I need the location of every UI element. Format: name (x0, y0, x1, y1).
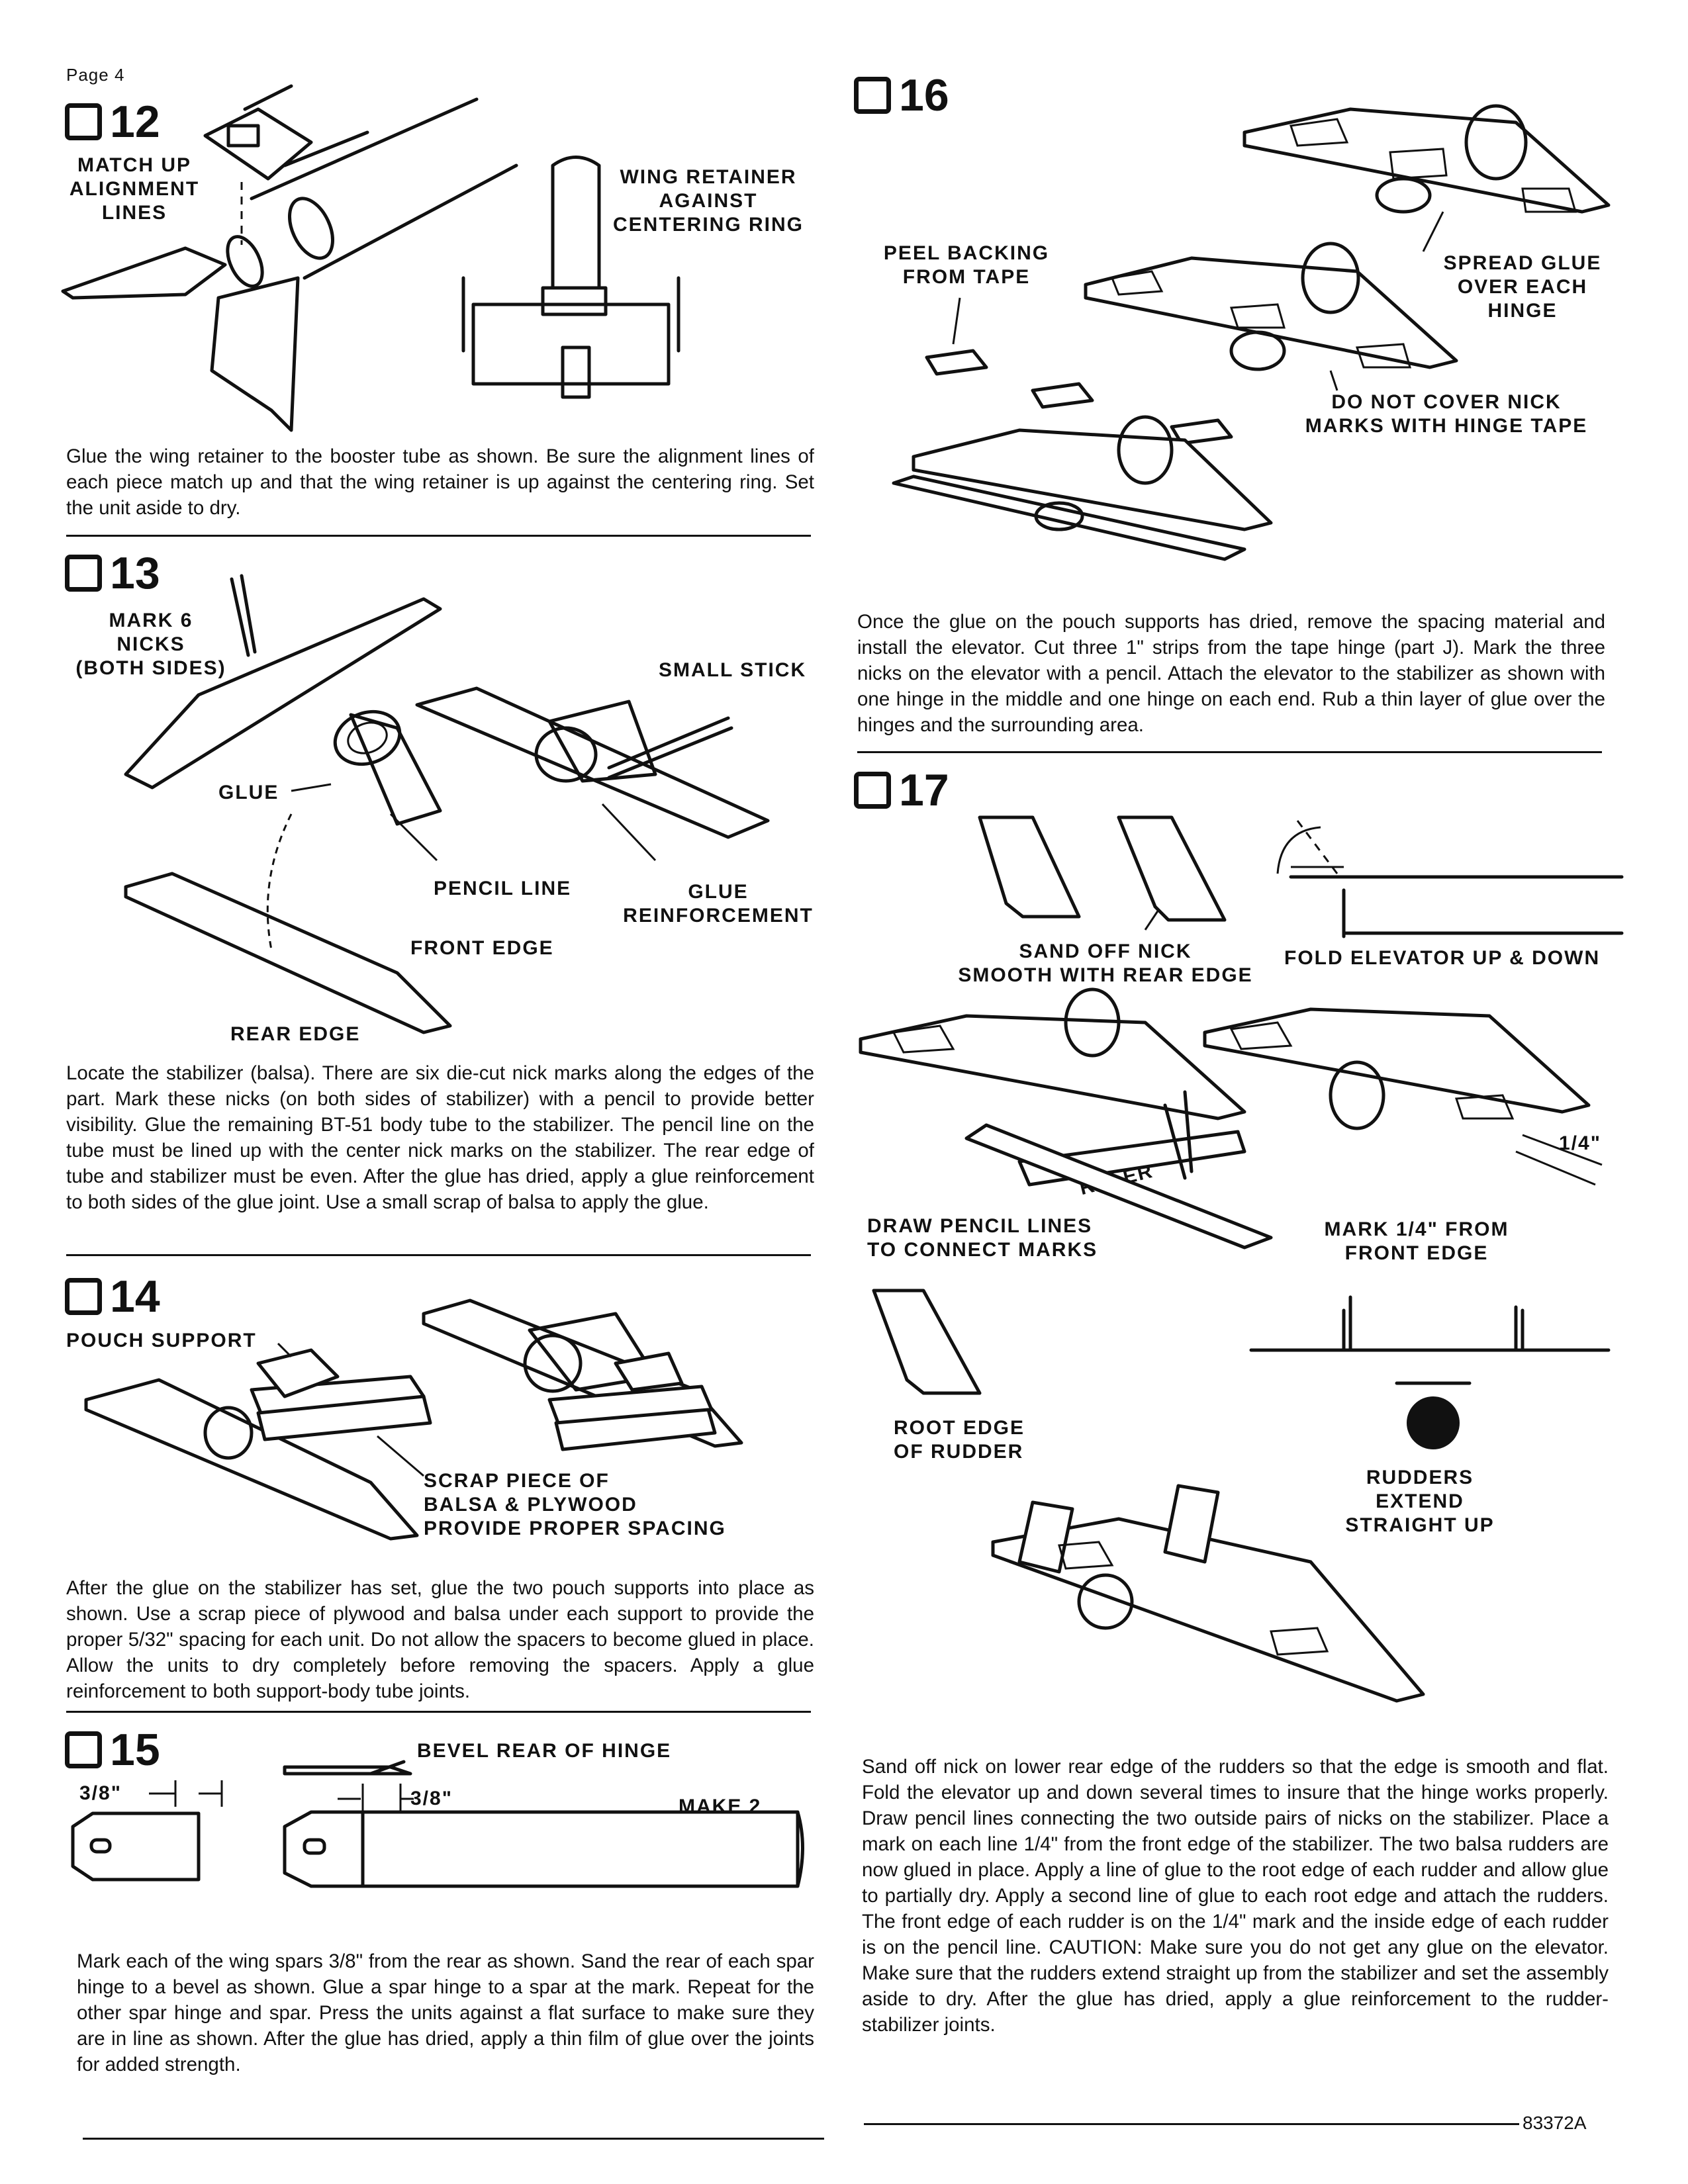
step-15-checkbox[interactable] (65, 1731, 102, 1768)
step-15-text: Mark each of the wing spars 3/8" from th… (77, 1950, 814, 2075)
step-16-text: Once the glue on the pouch supports has … (857, 611, 1605, 736)
divider-15 (83, 2138, 824, 2140)
label-bevel: BEVEL REAR OF HINGE (417, 1740, 672, 1762)
step-17-illustration (859, 815, 1624, 1703)
label-wing-retainer: WING RETAINER AGAINST CENTERING RING (612, 166, 804, 236)
step-12-illustration (61, 84, 680, 432)
step-17-checkbox[interactable] (854, 772, 891, 809)
label-dim-a: 3/8" (79, 1782, 122, 1804)
label-root-edge: ROOT EDGE OF RUDDER (894, 1417, 1025, 1463)
label-front-edge: FRONT EDGE (410, 937, 554, 959)
step-16-illustration (892, 104, 1611, 561)
divider-16 (857, 751, 1602, 753)
label-draw-pencil-lines: DRAW PENCIL LINES TO CONNECT MARKS (867, 1215, 1098, 1261)
label-sand-off-nick: SAND OFF NICK SMOOTH WITH REAR EDGE (958, 940, 1253, 986)
divider-12 (66, 535, 811, 537)
step-13-text: Locate the stabilizer (balsa). There are… (66, 1062, 814, 1213)
step-16-number: 16 (899, 70, 949, 120)
divider-13 (66, 1254, 811, 1256)
step-12-number: 12 (110, 97, 160, 147)
step-17-heading: 17 (854, 768, 949, 813)
step-13-checkbox[interactable] (65, 555, 102, 592)
step-16-heading: 16 (854, 73, 949, 118)
label-match-alignment: MATCH UP ALIGNMENT LINES (69, 154, 200, 224)
step-14-number: 14 (110, 1271, 160, 1322)
label-small-stick: SMALL STICK (659, 659, 807, 681)
label-rear-edge: REAR EDGE (230, 1023, 361, 1045)
document-number: 83372A (1523, 2113, 1587, 2133)
label-scrap-piece: SCRAP PIECE OF BALSA & PLYWOOD PROVIDE P… (424, 1470, 726, 1539)
step-13-heading: 13 (65, 551, 160, 596)
step-14-heading: 14 (65, 1274, 160, 1319)
label-fold-elevator: FOLD ELEVATOR UP & DOWN (1284, 947, 1601, 969)
label-pencil-line: PENCIL LINE (434, 878, 572, 899)
label-dim-b: 3/8" (410, 1788, 453, 1809)
step-12-heading: 12 (65, 99, 160, 144)
divider-17 (864, 2123, 1519, 2125)
step-12-text: Glue the wing retainer to the booster tu… (66, 445, 814, 519)
label-peel-backing: PEEL BACKING FROM TAPE (883, 242, 1050, 288)
label-mark-quarter: MARK 1/4" FROM FRONT EDGE (1324, 1218, 1509, 1264)
step-17-number: 17 (899, 765, 949, 815)
page-label: Page 4 (66, 65, 125, 85)
label-do-not-cover: DO NOT COVER NICK MARKS WITH HINGE TAPE (1305, 391, 1588, 437)
step-17-text: Sand off nick on lower rear edge of the … (862, 1756, 1609, 2036)
label-pouch-support: POUCH SUPPORT (66, 1330, 257, 1351)
label-rudders-extend: RUDDERS EXTEND STRAIGHT UP (1345, 1467, 1495, 1536)
label-mark-nicks: MARK 6 NICKS (BOTH SIDES) (75, 610, 226, 679)
step-16-checkbox[interactable] (854, 77, 891, 114)
step-14-text: After the glue on the stabilizer has set… (66, 1577, 814, 1702)
step-13-number: 13 (110, 548, 160, 598)
label-glue: GLUE (218, 782, 279, 803)
step-14-checkbox[interactable] (65, 1278, 102, 1315)
step-15-number: 15 (110, 1725, 160, 1775)
label-spread-glue: SPREAD GLUE OVER EACH HINGE (1443, 252, 1602, 322)
label-glue-reinforcement: GLUE REINFORCEMENT (623, 881, 814, 927)
step-13-illustration (124, 574, 770, 1034)
divider-14 (66, 1711, 811, 1713)
step-14-illustration (84, 1298, 743, 1541)
step-15-heading: 15 (65, 1727, 160, 1772)
step-15-illustration (71, 1760, 804, 1888)
step-12-checkbox[interactable] (65, 103, 102, 140)
